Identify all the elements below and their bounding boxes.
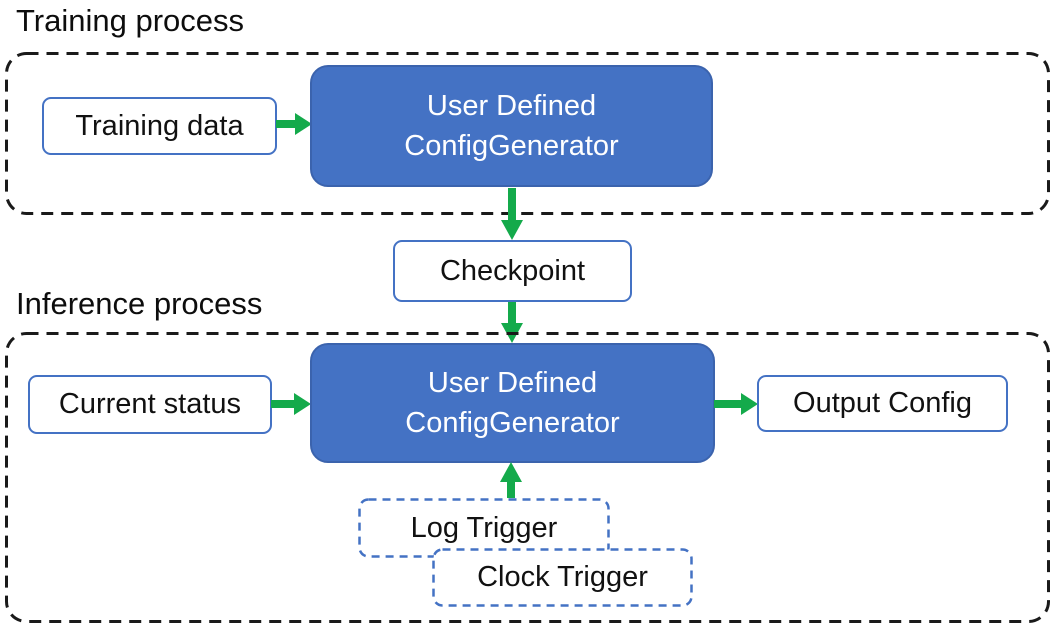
inference-configgenerator-box: User Defined ConfigGenerator [310,343,715,463]
log-trigger-to-generator-arrow [500,462,522,498]
checkpoint-label: Checkpoint [439,254,586,287]
current-status-to-generator-arrow [271,393,311,415]
generator-to-checkpoint-arrow [501,188,523,240]
inference-process-container [5,332,1050,623]
checkpoint-box: Checkpoint [393,240,632,302]
output-config-label: Output Config [793,387,972,419]
current-status-box: Current status [28,375,272,434]
log-trigger-box: Log Trigger [358,498,610,558]
inference-configgenerator-line1: User Defined [427,367,598,399]
inference-process-title: Inference process [16,286,263,321]
log-trigger-label: Log Trigger [410,511,558,544]
clock-trigger-dashed-border [432,548,693,607]
training-configgenerator-line1: User Defined [426,90,597,122]
output-config-box: Output Config [757,375,1008,432]
clock-trigger-box: Clock Trigger [432,548,693,607]
training-configgenerator-box: User Defined ConfigGenerator [310,65,713,187]
training-data-box: Training data [42,97,277,155]
clock-trigger-label: Clock Trigger [477,561,648,593]
training-process-container [5,52,1050,215]
inference-container-dashed-border [5,332,1050,623]
training-data-label: Training data [75,109,244,142]
generator-to-output-config-arrow [714,393,758,415]
inference-configgenerator-line2: ConfigGenerator [405,407,620,439]
training-data-to-generator-arrow [276,113,312,135]
training-configgenerator-line2: ConfigGenerator [404,130,619,162]
current-status-label: Current status [58,388,242,420]
training-process-title: Training process [16,3,245,38]
training-container-dashed-border [5,52,1050,215]
